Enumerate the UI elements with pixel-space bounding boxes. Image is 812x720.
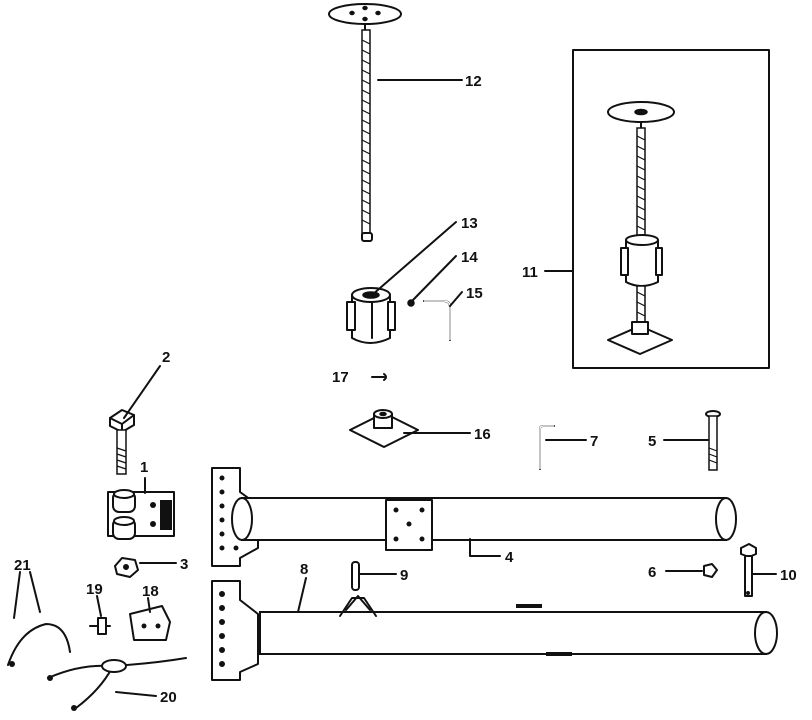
leader-20: [115, 691, 157, 697]
part-18-bracket-plate: [129, 605, 171, 641]
callout-14: 14: [461, 249, 478, 266]
part-13-sleeve: [346, 287, 396, 344]
part-17-clip: [371, 373, 387, 381]
callout-16: 16: [474, 426, 491, 443]
callout-3: 3: [180, 556, 188, 573]
part-8-lower-beam: [211, 580, 778, 681]
part-12-screw-jack: [328, 3, 402, 242]
leader-4: [469, 538, 501, 557]
callout-6: 6: [648, 564, 656, 581]
callout-15: 15: [466, 285, 483, 302]
part-7-l-pin: [539, 425, 555, 470]
callout-4: 4: [505, 549, 514, 566]
callout-13: 13: [461, 215, 478, 232]
part-16-base-plate: [349, 409, 419, 448]
leader-18: [147, 597, 151, 613]
callout-17: 17: [332, 369, 349, 386]
part-5-bolt: [705, 410, 721, 471]
callout-10: 10: [780, 567, 797, 584]
part-9-pin: [339, 561, 377, 617]
leader-14: [412, 255, 457, 301]
callout-21: 21: [14, 557, 31, 574]
part-15-l-pin: [423, 300, 451, 341]
callout-5: 5: [648, 433, 656, 450]
part-14-ball: [407, 299, 415, 307]
leader-21: [13, 571, 41, 619]
part-6-nut: [703, 563, 718, 578]
part-3-nut: [114, 557, 139, 578]
callout-7: 7: [590, 433, 598, 450]
part-1-hinge-bracket: [107, 489, 175, 540]
callout-11: 11: [522, 264, 538, 281]
callout-19: 19: [86, 581, 103, 598]
leader-2: [123, 365, 161, 419]
part-20-y-cable: [47, 657, 187, 711]
callout-20: 20: [160, 689, 177, 706]
callout-1: 1: [140, 459, 148, 476]
part-21-cable: [7, 623, 71, 667]
part-2-bolt: [109, 409, 135, 475]
leader-15: [449, 291, 463, 307]
leader-19: [96, 595, 102, 617]
callout-9: 9: [400, 567, 408, 584]
callout-12: 12: [465, 73, 482, 90]
part-10-bolt: [740, 543, 757, 597]
callout-8: 8: [300, 561, 308, 578]
leader-13: [371, 221, 457, 296]
part-19-fitting: [89, 617, 111, 635]
callout-2: 2: [162, 349, 170, 366]
leader-8: [297, 577, 307, 613]
callout-18: 18: [142, 583, 159, 600]
part-11-jack-assembly: [572, 49, 770, 369]
part-4-upper-beam: [211, 467, 737, 567]
